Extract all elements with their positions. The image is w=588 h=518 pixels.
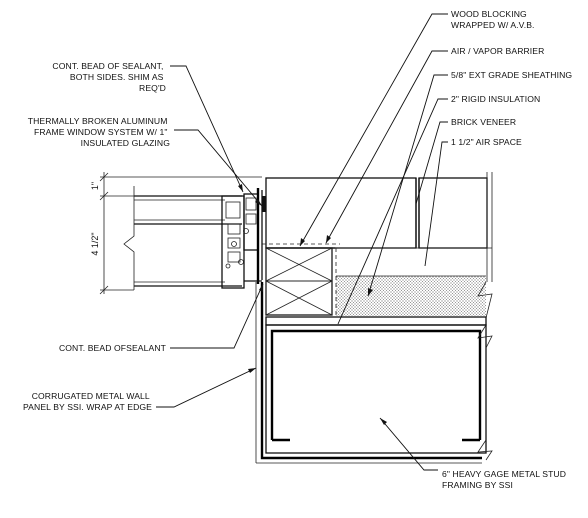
- dimension-top: 1": [90, 182, 100, 190]
- note-air-vapor-barrier: AIR / VAPOR BARRIER: [451, 46, 544, 56]
- aluminum-window-frame: [123, 186, 266, 290]
- rigid-insulation: [335, 247, 493, 319]
- note-wood-blocking: WOOD BLOCKING WRAPPED W/ A.V.B.: [451, 9, 535, 30]
- note-metal-panel: CORRUGATED METAL WALL PANEL BY SSI. WRAP…: [23, 391, 152, 412]
- dimension-lines: 1" 4 1/2": [90, 172, 262, 295]
- note-stud-framing: 6" HEAVY GAGE METAL STUD FRAMING BY SSI: [442, 469, 569, 490]
- note-air-space: 1 1/2" AIR SPACE: [451, 137, 522, 147]
- note-rigid-insulation: 2" RIGID INSULATION: [451, 94, 540, 104]
- note-sheathing: 5/8" EXT GRADE SHEATHING: [451, 70, 572, 80]
- leader-lines: [156, 13, 448, 471]
- note-window-system: THERMALLY BROKEN ALUMINUM FRAME WINDOW S…: [28, 116, 170, 148]
- note-brick-veneer: BRICK VENEER: [451, 117, 516, 127]
- wood-blocking: [262, 243, 340, 316]
- corrugated-metal-panel: [255, 282, 482, 464]
- exterior-sheathing: [265, 316, 487, 326]
- brick-veneer: [265, 172, 493, 282]
- note-sealant-both-sides: CONT. BEAD OF SEALANT, BOTH SIDES. SHIM …: [52, 61, 166, 93]
- dimension-side: 4 1/2": [90, 232, 100, 255]
- metal-stud-framing: [265, 324, 493, 461]
- note-sealant-bottom: CONT. BEAD OFSEALANT: [59, 343, 167, 353]
- callout-labels: WOOD BLOCKING WRAPPED W/ A.V.B. AIR / VA…: [23, 9, 572, 490]
